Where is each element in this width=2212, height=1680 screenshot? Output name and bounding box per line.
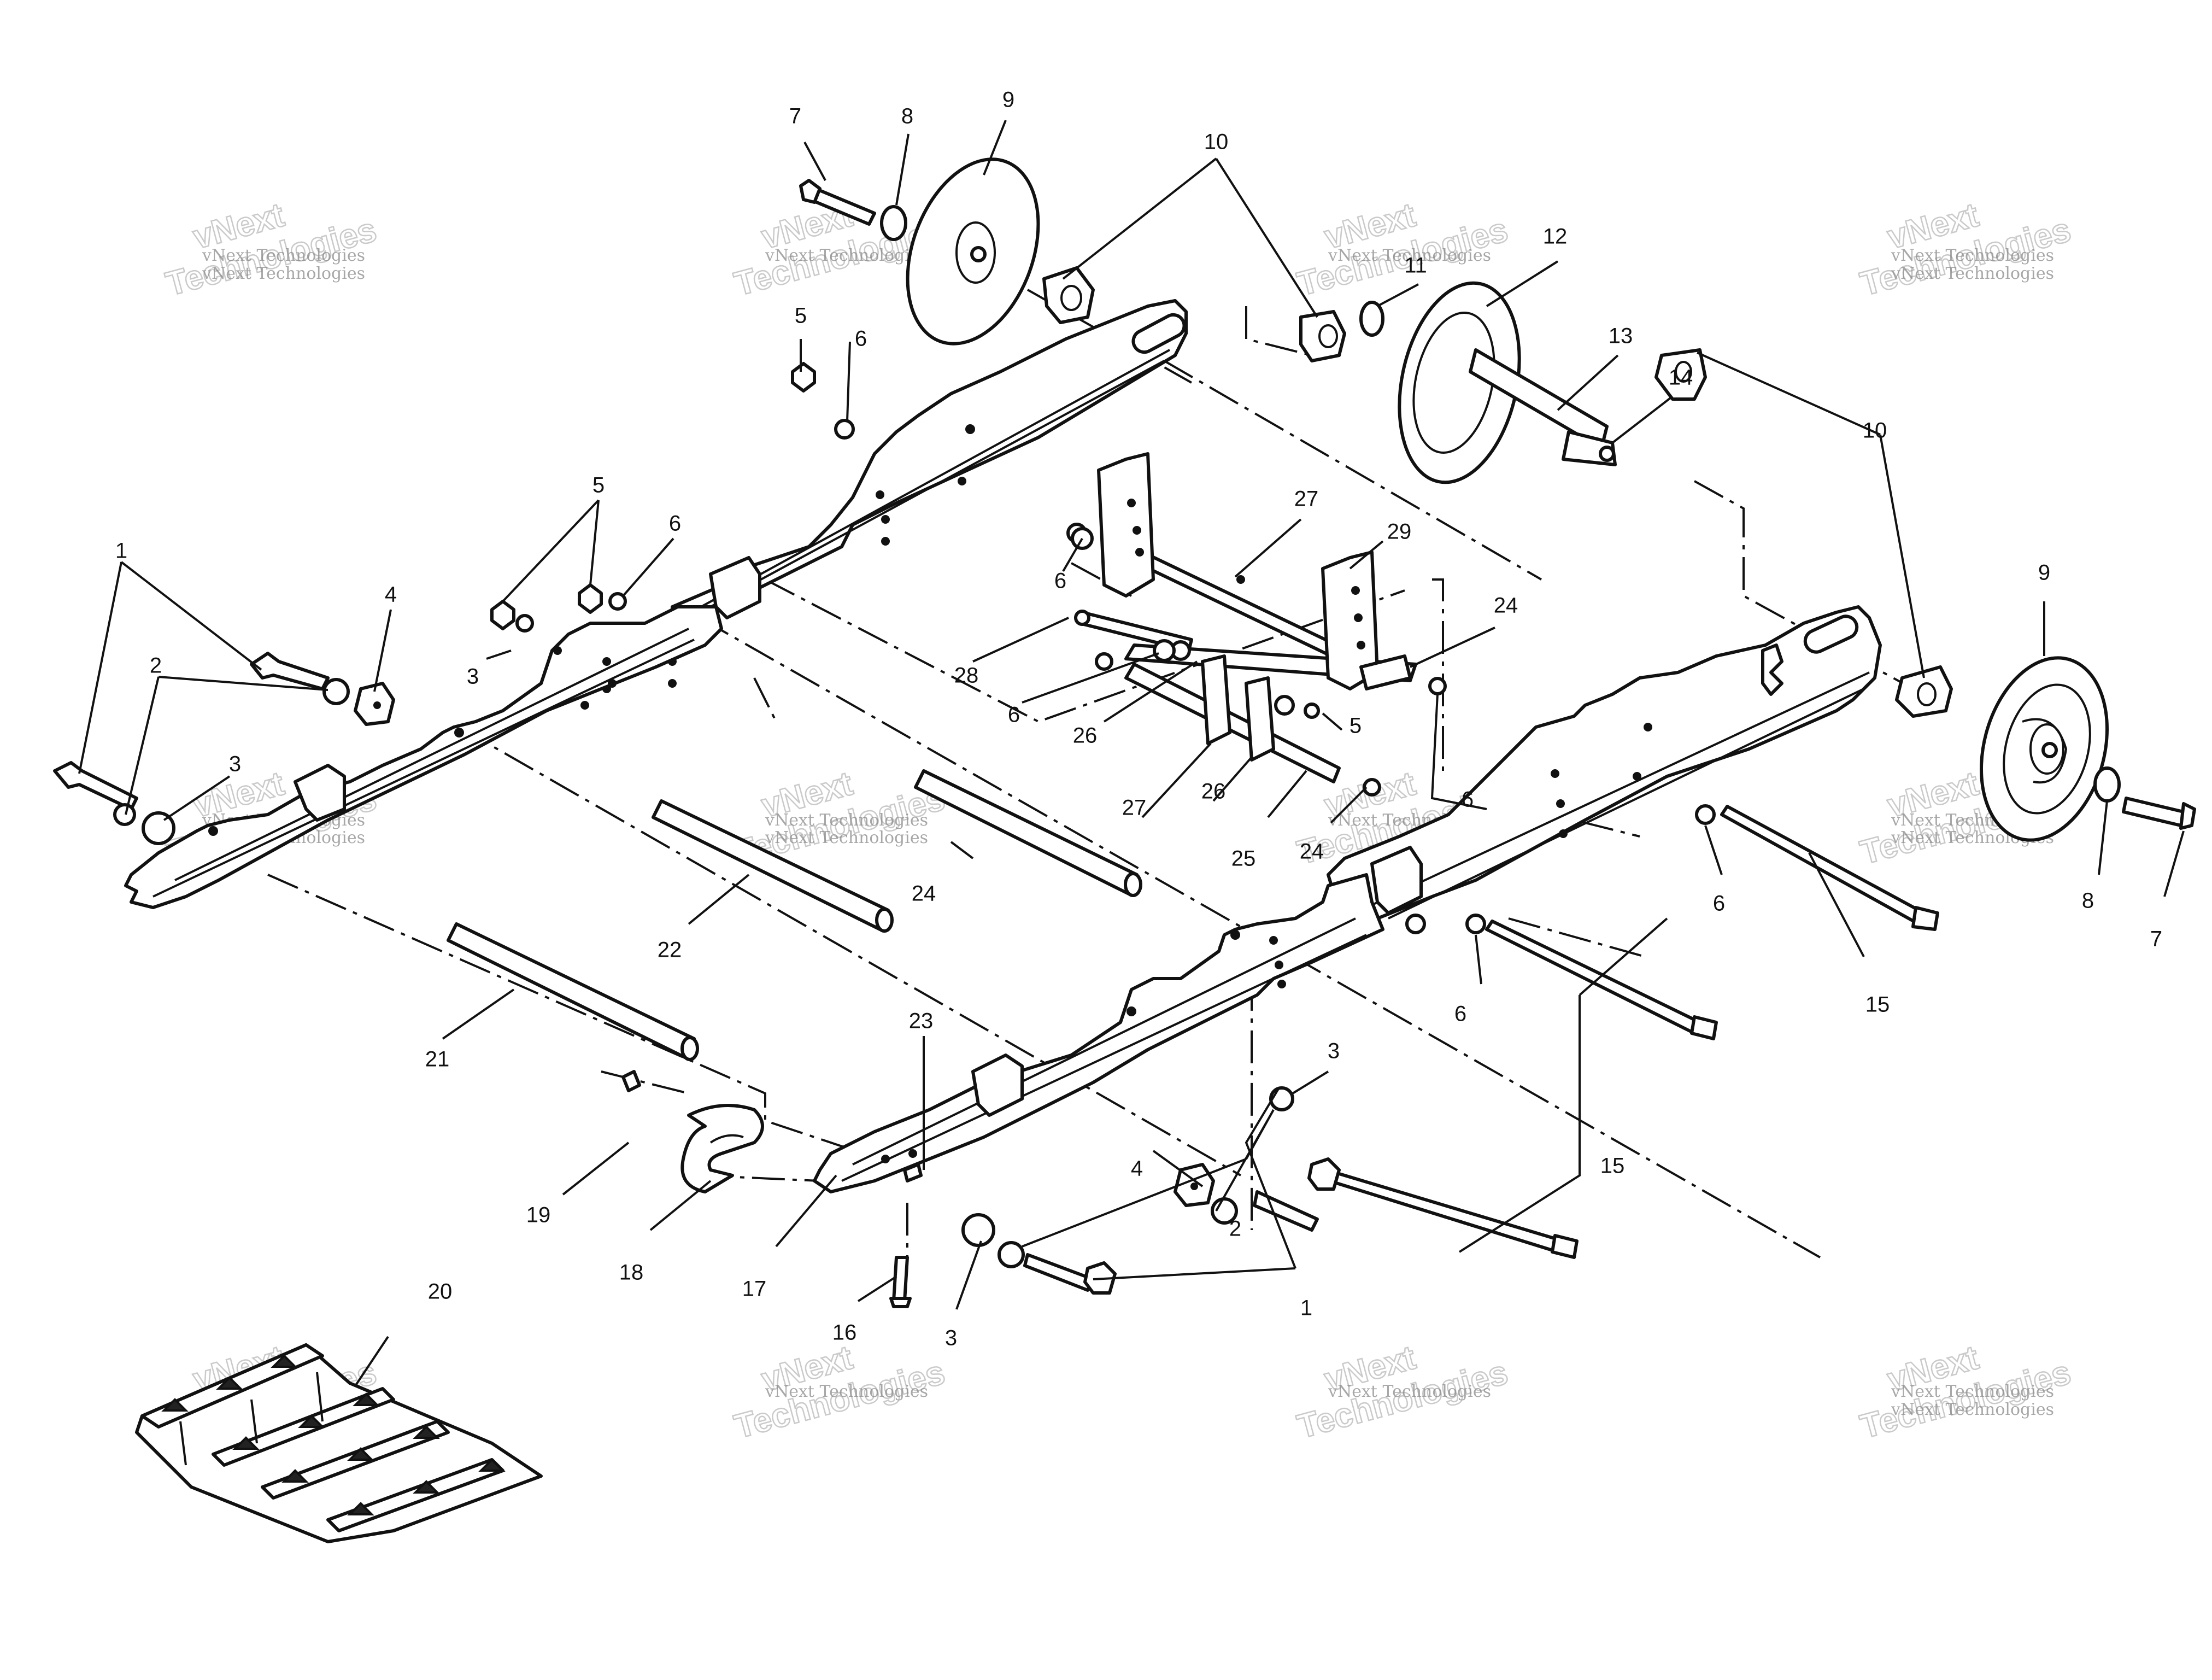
callout-26: 26 <box>1201 780 1226 804</box>
callout-12: 12 <box>1543 225 1568 249</box>
callout-2: 2 <box>1229 1217 1241 1241</box>
watermark-text: vNext Technologies <box>202 264 365 283</box>
callouts: 1 2 3 4 5 5 6 6 7 8 9 10 11 12 13 14 3 2… <box>115 88 2162 1350</box>
callout-4: 4 <box>385 583 397 607</box>
watermark-text: vNext Technologies <box>1891 1400 2054 1419</box>
watermark: vNext Technologies <box>1856 195 2075 304</box>
callout-4: 4 <box>1131 1157 1143 1181</box>
watermark-text: vNext Technologies <box>765 811 928 830</box>
callout-16: 16 <box>832 1321 857 1345</box>
watermark-text: vNext Technologies <box>1891 264 2054 283</box>
callout-6: 6 <box>1713 892 1725 916</box>
cross-tubes <box>447 643 1417 1061</box>
hardware <box>53 362 1716 1308</box>
track-section <box>135 1343 543 1543</box>
callout-3: 3 <box>467 665 479 689</box>
callout-27: 27 <box>1122 796 1147 820</box>
front-right-slide-rail <box>813 873 1384 1193</box>
callout-10: 10 <box>1863 419 1887 443</box>
callout-6: 6 <box>855 327 867 351</box>
watermark-text: vNext Technologies <box>765 1382 928 1401</box>
callout-29: 29 <box>1387 520 1412 544</box>
callout-15: 15 <box>1865 993 1890 1017</box>
long-bolts <box>1310 805 1939 1259</box>
callout-3: 3 <box>229 752 241 776</box>
callout-28: 28 <box>954 664 979 688</box>
callout-24: 24 <box>1300 840 1324 864</box>
callout-24: 24 <box>912 882 936 906</box>
callout-6: 6 <box>1054 569 1066 593</box>
leader-lines <box>78 120 2185 1387</box>
lower-shaft-assembly <box>1066 523 1447 797</box>
callout-5: 5 <box>1350 714 1362 738</box>
callout-6: 6 <box>1462 788 1474 812</box>
right-wheel-group <box>1895 656 2196 842</box>
callout-21: 21 <box>425 1047 450 1072</box>
callout-5: 5 <box>592 473 605 497</box>
callout-9: 9 <box>2038 561 2050 585</box>
front-left-slide-rail <box>124 605 723 909</box>
watermark: vNext Technologies <box>1856 1338 2075 1447</box>
callout-8: 8 <box>2082 889 2094 913</box>
callout-22: 22 <box>658 938 682 962</box>
callout-9: 9 <box>1002 88 1014 112</box>
callout-7: 7 <box>789 104 801 128</box>
callout-5: 5 <box>795 304 807 328</box>
callout-3: 3 <box>1328 1039 1340 1063</box>
watermark-text: vNext Technologies <box>765 246 928 265</box>
callout-23: 23 <box>909 1009 934 1033</box>
callout-26: 26 <box>1073 724 1098 748</box>
callout-8: 8 <box>901 104 913 128</box>
callout-2: 2 <box>150 654 162 678</box>
right-rear-slide-rail <box>1327 605 1882 931</box>
callout-1: 1 <box>115 539 127 563</box>
watermark: vNext Technologies <box>161 195 381 304</box>
callout-27: 27 <box>1294 487 1319 511</box>
callout-13: 13 <box>1609 324 1633 348</box>
callout-15: 15 <box>1600 1154 1625 1178</box>
callout-17: 17 <box>742 1277 767 1301</box>
watermark-text: vNext Technologies <box>1891 246 2054 265</box>
watermark: vNext Technologies <box>1293 1338 1512 1447</box>
callout-3: 3 <box>945 1326 957 1350</box>
callout-25: 25 <box>1231 847 1256 871</box>
callout-6: 6 <box>669 512 681 536</box>
watermark-text: vNext Technologies <box>1328 1382 1491 1401</box>
callout-10: 10 <box>1204 130 1229 154</box>
upper-right-wheel-group <box>1299 281 1707 484</box>
watermark-text: vNext Technologies <box>1328 246 1491 265</box>
upper-shaft-assembly <box>1097 452 1412 690</box>
callout-20: 20 <box>428 1280 453 1304</box>
watermark-text: vNext Technologies <box>202 246 365 265</box>
callout-7: 7 <box>2150 927 2162 951</box>
callout-18: 18 <box>619 1261 644 1285</box>
callout-11: 11 <box>1404 254 1427 278</box>
watermark-text: vNext Technologies <box>1891 1382 2054 1401</box>
callout-1: 1 <box>1300 1296 1312 1320</box>
watermark-text: vNext Technologies <box>765 828 928 847</box>
callout-6: 6 <box>1008 703 1020 727</box>
callout-24: 24 <box>1494 594 1518 618</box>
callout-6: 6 <box>1454 1002 1466 1026</box>
callout-19: 19 <box>526 1203 551 1227</box>
callout-14: 14 <box>1669 366 1693 390</box>
